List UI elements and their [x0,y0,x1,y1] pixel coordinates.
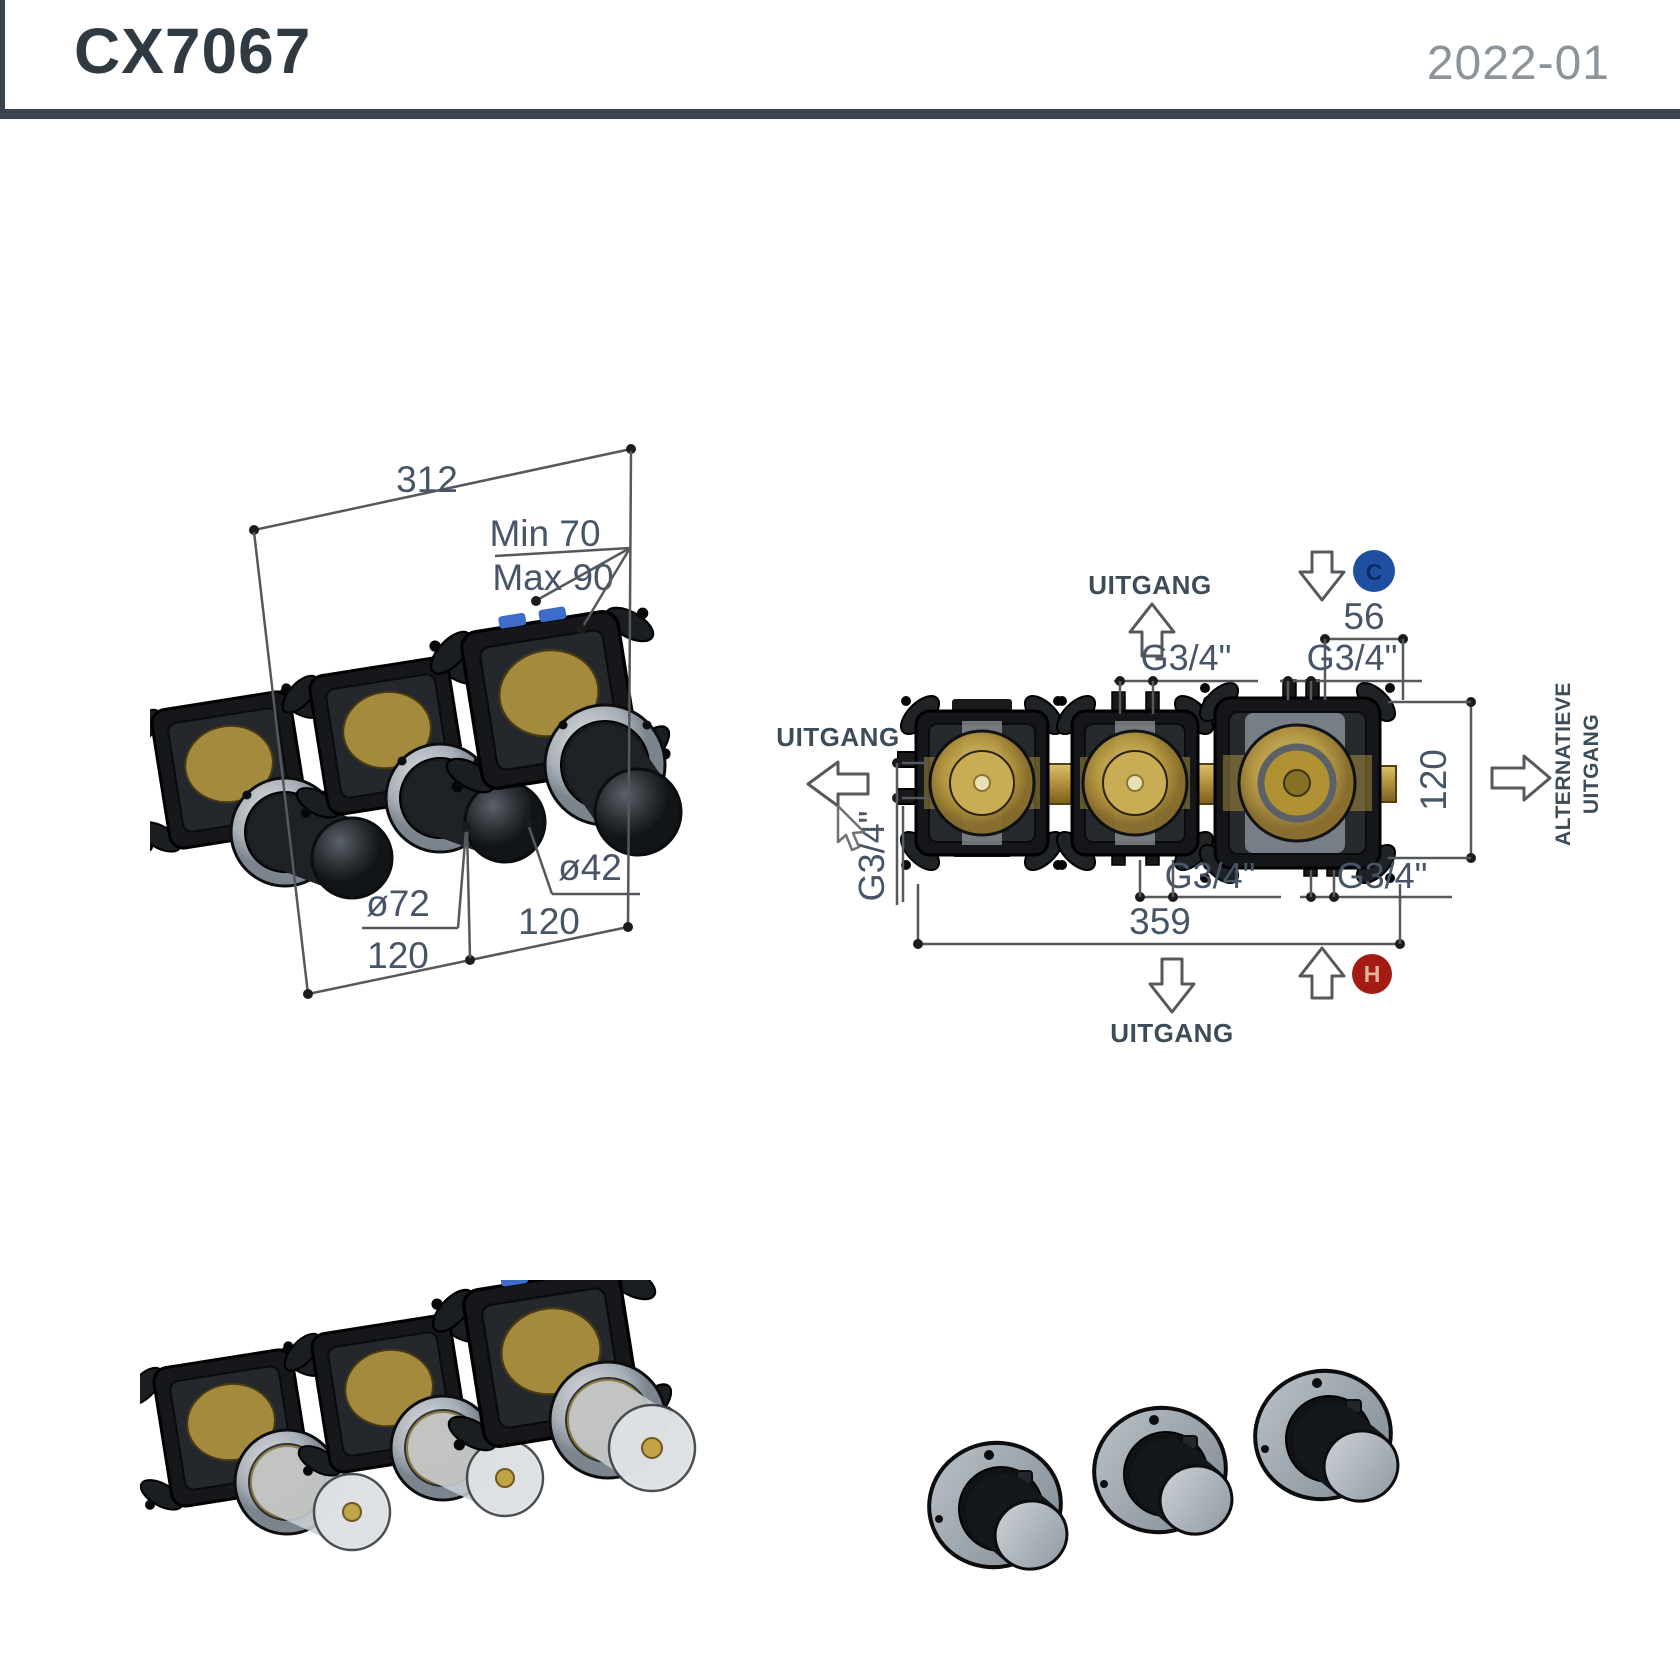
header-divider [0,109,1680,119]
dim-overall-359: 359 [1129,901,1191,942]
page-date: 2022-01 [1426,37,1610,90]
page-title: CX7067 [74,15,312,87]
thread-bottom-right: G3/4" [1337,855,1428,896]
outlet-label-left: UITGANG [776,722,899,752]
dim-knob-diameter: ø42 [558,847,622,888]
blue-clip [538,606,567,623]
dim-spacing-right: 120 [518,901,580,942]
front-valve-body-3 [1199,679,1396,884]
arrow-down-icon [1298,550,1346,602]
outlet-label-top: UITGANG [1088,570,1211,600]
alt-outlet-label-1: ALTERNATIEVE [1552,682,1575,846]
arrow-up-icon [1128,602,1176,658]
figure-iso-dimensioned: 312 120 120 Min 70 Max 90 ø72 ø42 [150,444,683,999]
iso-dimensions: 312 120 120 Min 70 Max 90 ø72 ø42 [249,444,640,999]
front-valve-body-1 [900,695,1064,871]
trim-knob-3 [1253,1368,1400,1503]
alt-outlet-label-2: UITGANG [1580,714,1603,814]
hot-letter: H [1364,961,1381,987]
outlet-label-bottom: UITGANG [1110,1018,1233,1048]
figure-iso-product [140,1280,697,1552]
product-valve-unit-3 [431,1280,697,1493]
dim-cap-diameter: ø72 [366,883,430,924]
mouse-cursor-icon [836,804,866,852]
dim-height-120: 120 [1413,749,1454,811]
hot-indicator [1352,954,1392,994]
trim-knob-1 [927,1440,1069,1571]
dim-offset-56: 56 [1343,596,1384,637]
arrow-left-icon [806,760,870,808]
cold-indicator [1353,550,1395,592]
blue-clip [500,1280,529,1287]
thread-bottom-center: G3/4" [1165,855,1256,896]
trim-knob-2 [1092,1405,1234,1536]
dim-overall-width: 312 [396,459,458,500]
arrow-right-icon [1490,754,1552,802]
dim-spacing-left: 120 [367,935,429,976]
thread-top-right: G3/4" [1307,637,1398,678]
figure-front-view: UITGANG C 56 G3/4" G3/4" UITGANG [776,550,1603,1048]
arrow-up-icon [1298,946,1346,1000]
blue-clip [498,612,527,629]
dim-depth-min: Min 70 [489,513,600,554]
header-left-border [0,0,5,117]
figure-trim-knobs [927,1368,1400,1571]
thread-top-center: G3/4" [1141,637,1232,678]
arrow-down-icon [1148,957,1196,1014]
front-annotations: UITGANG C 56 G3/4" G3/4" UITGANG [776,550,1603,1048]
front-valve-body-2 [1056,691,1214,871]
cold-letter: C [1366,559,1383,585]
